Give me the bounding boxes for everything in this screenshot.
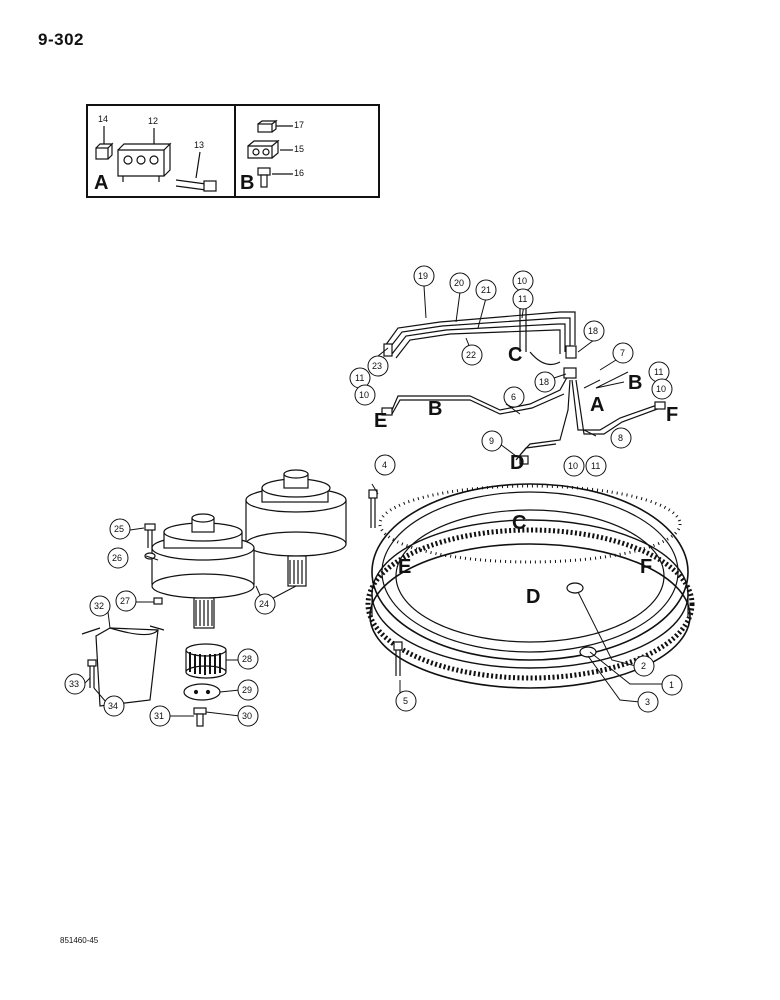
callout-4: 4 [382,460,388,470]
callout-11-bottom: 11 [591,461,601,471]
callout-10-right: 10 [656,384,667,394]
inset-a-bolt [175,179,217,192]
callout-15: 15 [294,144,305,154]
bearing-bolt-upper [368,489,378,528]
line-letter-d-top: D [510,452,525,474]
line-letter-e-ring: E [398,556,412,578]
inset-b-bolt [257,167,271,188]
callout-31: 31 [154,711,165,721]
bearing-bolt-lower [393,641,403,676]
retainer-plate [183,683,221,701]
callout-5: 5 [403,696,409,706]
detail-inset-box [86,104,380,198]
callout-17: 17 [294,120,305,130]
callout-14: 14 [98,114,109,124]
inset-a-nut [95,142,114,160]
callout-33: 33 [69,679,80,689]
inset-b-clamp [247,139,280,159]
callout-11-top: 11 [518,294,528,304]
callout-26: 26 [112,553,123,563]
detail-inset-divider [234,104,236,198]
callout-24: 24 [259,599,270,609]
callout-11-right: 11 [654,367,664,377]
line-letter-b-left: B [428,398,443,420]
callout-11-left: 11 [355,373,365,383]
line-letter-e-top: E [374,410,388,432]
callout-2: 2 [641,661,647,671]
guard-bolt [87,659,97,688]
callout-20: 20 [454,278,465,288]
callout-22: 22 [466,350,477,360]
callout-18-mid: 18 [539,377,550,387]
callout-9: 9 [489,436,495,446]
callout-29: 29 [242,685,253,695]
line-letter-c-ring: C [512,512,527,534]
callout-12: 12 [148,116,159,126]
line-letter-c-top: C [508,344,523,366]
swing-bearing [365,483,695,689]
callout-19: 19 [418,271,429,281]
line-letter-f-top: F [666,404,679,426]
swing-gearbox-front [151,513,255,629]
callout-10-bottom: 10 [568,461,579,471]
callout-21: 21 [481,285,492,295]
document-code: 851460-45 [60,936,99,945]
callout-23: 23 [372,361,383,371]
callout-18-top: 18 [588,326,599,336]
line-letter-d-ring: D [526,586,541,608]
inset-b-nut [257,119,278,133]
callout-27: 27 [120,596,131,606]
callout-6: 6 [511,392,517,402]
page-number: 9-302 [38,30,84,49]
callout-25: 25 [114,524,125,534]
callout-16: 16 [294,168,305,178]
line-letter-b-right: B [628,372,643,394]
callout-7: 7 [620,348,626,358]
callout-13: 13 [194,140,205,150]
callout-10-left: 10 [359,390,370,400]
callout-10-top: 10 [517,276,528,286]
callout-34: 34 [108,701,119,711]
pinion-gear [185,643,227,679]
inset-b-letter: B [240,172,255,194]
callout-1: 1 [669,680,675,690]
inset-a-clamp-block [117,142,172,182]
callout-32: 32 [94,601,105,611]
line-letter-f-ring: F [640,556,653,578]
callout-circles [64,265,683,727]
swing-gearbox-rear [245,469,347,587]
pinion-guard [81,625,165,707]
inset-a-letter: A [94,172,109,194]
callout-28: 28 [242,654,253,664]
line-letter-a: A [590,394,605,416]
callout-3: 3 [645,697,651,707]
gearbox-mount-bolt [144,523,163,605]
retainer-bolt [193,707,207,727]
hydraulic-lines [381,300,666,465]
callout-8: 8 [618,433,624,443]
callout-30: 30 [242,711,253,721]
